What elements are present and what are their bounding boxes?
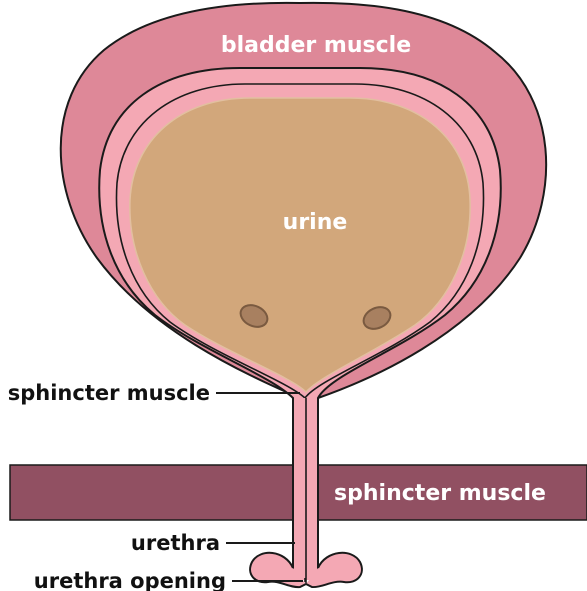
label-bladder-muscle: bladder muscle	[221, 33, 411, 58]
label-sphincter-internal: sphincter muscle	[8, 381, 210, 405]
label-urethra-opening: urethra opening	[34, 569, 226, 591]
label-urine: urine	[283, 210, 348, 235]
label-sphincter-external: sphincter muscle	[334, 481, 546, 506]
label-urethra: urethra	[131, 531, 220, 555]
